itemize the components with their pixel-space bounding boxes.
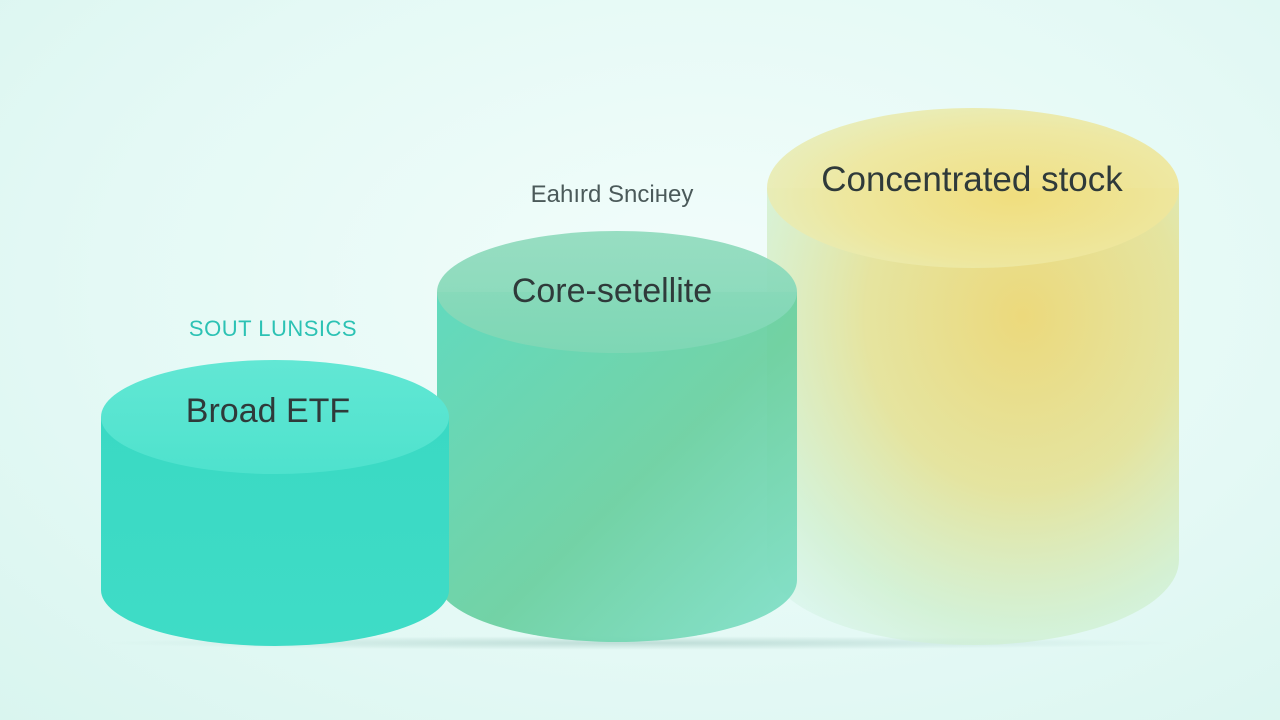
cylinder-core-satellite [437,231,797,642]
cylinder-concentrated-stock [767,108,1179,645]
floating-label-middle: Eahırd Snciнey [530,181,694,208]
cylinder-broad-etf [101,360,449,646]
cylinder-label-broad-etf: Broad ETF [185,392,351,430]
floating-label-left: SOUT LUNSICS [188,316,358,341]
cylinder-label-concentrated-stock: Concentrated stock [821,160,1123,199]
cylinder-label-core-satellite: Core-setellite [511,272,713,310]
